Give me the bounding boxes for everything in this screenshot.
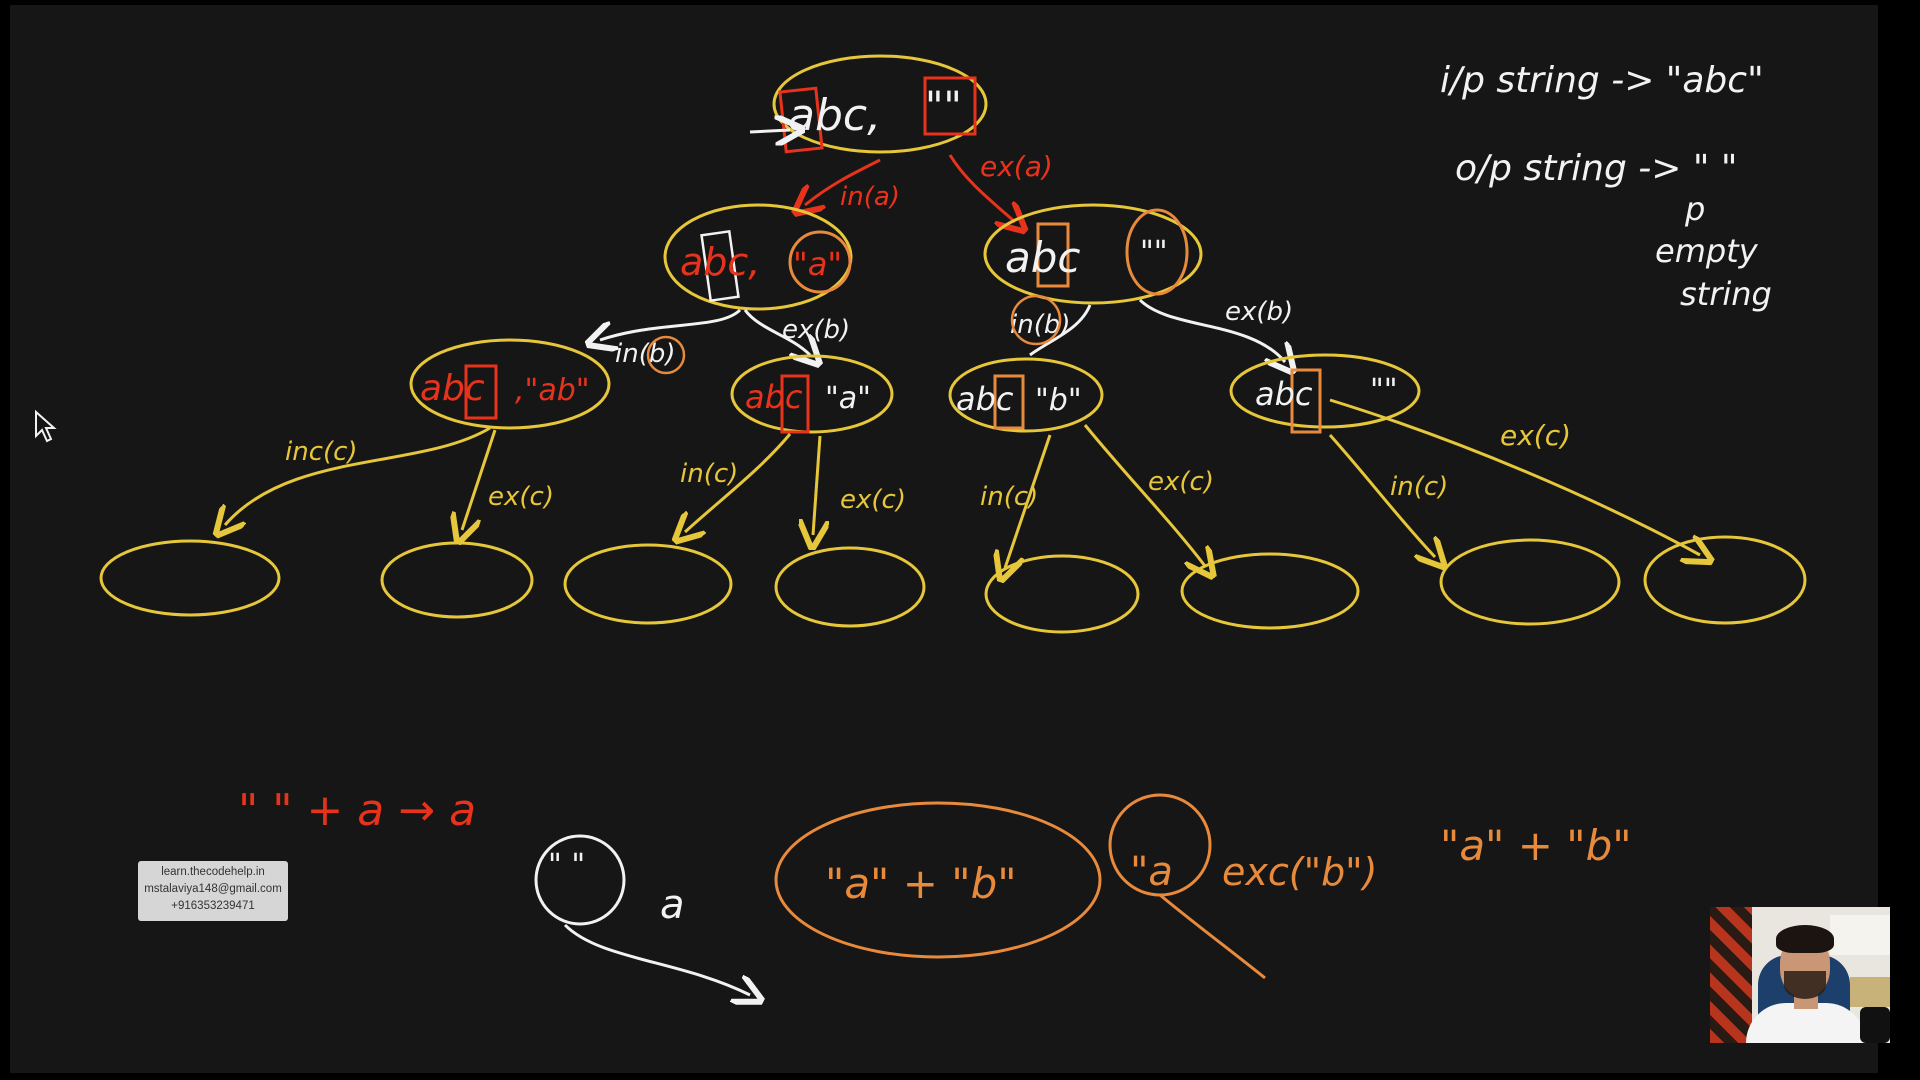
leaf-node-3: [563, 543, 733, 625]
root-node: abc, "": [749, 54, 988, 154]
webcam-wall: [1710, 907, 1752, 1043]
edge-l3-8: [1329, 398, 1700, 555]
edge-ex-b-right-label: ex(b): [1225, 297, 1293, 327]
watermark-line-2: mstalaviya148@gmail.com: [144, 883, 282, 895]
note-output-sub3: string: [1680, 275, 1772, 313]
edge-l3-3: [685, 433, 792, 532]
level1-right-output: "": [1140, 235, 1168, 270]
root-node-output: "": [925, 84, 962, 130]
webcam-microphone: [1860, 1007, 1890, 1043]
edge-l3-6-label: ex(c): [1148, 467, 1214, 497]
edge-l3-5-label: in(c): [980, 482, 1038, 512]
final-text: "a" + "b": [1440, 821, 1632, 870]
edge-l3-1: [225, 426, 491, 525]
level2-node-4-output: "": [1370, 373, 1398, 408]
bottom-orange-ellipse: [774, 801, 1102, 959]
watermark-line-3: +916353239471: [171, 900, 255, 912]
level1-right-node: abc "": [983, 203, 1203, 305]
note-output-sub2: empty: [1655, 232, 1759, 270]
edge-exclude-a-label: ex(a): [980, 150, 1053, 183]
exc-text: exc("b"): [1222, 850, 1378, 894]
edge-ex-b-left: [743, 309, 810, 355]
level2-node-1: abc ,"ab": [409, 338, 611, 430]
level2-node-3-text: abc: [956, 380, 1014, 418]
edge-in-b-left: [600, 308, 742, 340]
leaf-node-8: [1643, 535, 1807, 625]
circle-quotes-text: " ": [548, 848, 585, 883]
level2-node-3-output: "b": [1035, 383, 1082, 418]
leaf-node-1: [99, 539, 281, 617]
edge-ex-b-left-label: ex(b): [782, 315, 850, 345]
webcam-window: [1830, 915, 1890, 955]
bottom-white-arrow: [563, 923, 750, 995]
leaf-node-5: [984, 554, 1140, 634]
note-output: o/p string -> " ": [1455, 148, 1737, 189]
level1-left-node: abc, "a": [663, 203, 853, 311]
webcam-presenter-hair: [1776, 925, 1834, 953]
level2-node-1-text: abc: [420, 368, 485, 409]
edge-l3-7: [1328, 434, 1435, 557]
edge-l3-5: [1005, 434, 1052, 568]
circle-a-text: a: [660, 882, 685, 928]
edge-l3-2-label: ex(c): [488, 482, 554, 512]
webcam-presenter-beard: [1784, 971, 1826, 999]
level2-node-2-text: abc: [745, 378, 803, 416]
leaf-node-2: [380, 541, 534, 619]
watermark-line-1: learn.thecodehelp.in: [161, 866, 265, 878]
watermark: learn.thecodehelp.in mstalaviya148@gmail…: [138, 861, 288, 921]
edge-in-b-right: [1029, 304, 1092, 357]
edge-l3-3-label: in(c): [680, 459, 738, 489]
edge-l3-8-label: ex(c): [1500, 419, 1571, 452]
edge-l3-7-label: in(c): [1390, 472, 1448, 502]
edge-l3-4: [813, 435, 820, 535]
notes-panel: i/p string -> "abc" o/p string -> " " p …: [1440, 60, 1772, 313]
leaf-nodes: [99, 535, 1807, 634]
level2-node-2: abc "a": [730, 354, 894, 434]
level2-node-2-output: "a": [825, 381, 871, 416]
edge-l3-1-label: inc(c): [285, 437, 358, 467]
level2-node-4-text: abc: [1255, 375, 1313, 413]
leaf-node-7: [1439, 538, 1621, 626]
edge-ex-b-right: [1138, 298, 1285, 362]
edge-l3-6: [1083, 424, 1205, 566]
webcam-overlay: [1710, 907, 1890, 1043]
root-node-text: abc,: [788, 90, 881, 141]
level2-node-3: abc "b": [948, 357, 1104, 433]
edge-l3-4-label: ex(c): [840, 485, 906, 515]
circle-a2-text: "a: [1130, 849, 1173, 895]
edge-include-a: [805, 158, 881, 205]
leaf-node-6: [1180, 552, 1360, 630]
ellipse-text: "a" + "b": [825, 859, 1017, 908]
edge-l3-2: [462, 429, 497, 530]
level1-left-text: abc,: [680, 240, 760, 284]
note-input: i/p string -> "abc": [1440, 60, 1764, 101]
level2-node-1-output: ,"ab": [515, 373, 590, 408]
level1-right-text: abc: [1005, 233, 1081, 282]
mouse-cursor-icon: [35, 409, 57, 443]
edge-exclude-a: [948, 154, 1015, 222]
edge-in-b-left-label: in(b): [615, 339, 676, 369]
level1-left-output: "a": [793, 245, 842, 283]
leaf-node-4: [774, 546, 926, 628]
whiteboard-canvas: [10, 5, 1878, 1073]
bottom-annotations: " " + a → a " " a "a" + "b" "a exc("b") …: [238, 785, 1632, 995]
webcam-shelf: [1850, 977, 1890, 1007]
level2-node-4: abc "": [1229, 353, 1421, 434]
note-output-sub1: p: [1684, 190, 1705, 228]
bottom-orange-stroke: [1159, 893, 1266, 980]
edge-include-a-label: in(a): [840, 182, 900, 212]
webcam-presenter-shirt: [1746, 1003, 1866, 1043]
concat-red-text: " " + a → a: [238, 785, 476, 836]
